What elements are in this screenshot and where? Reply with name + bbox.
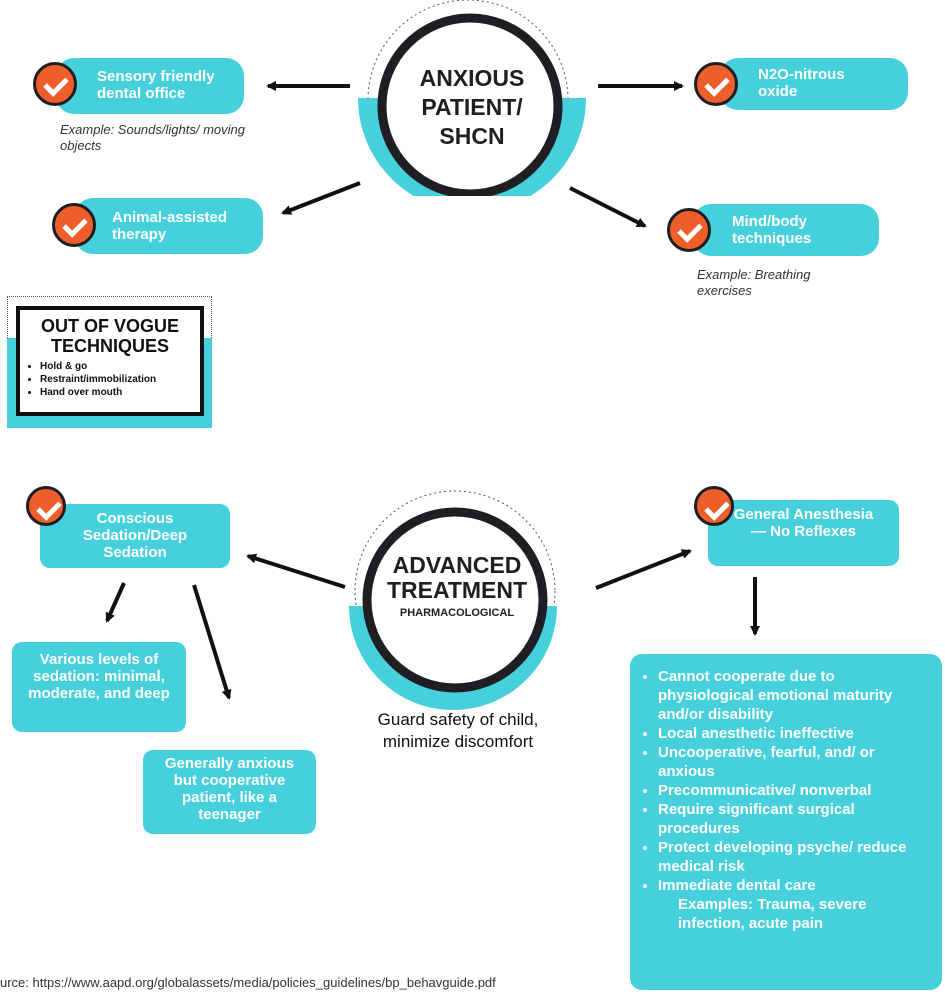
reason-item: Require significant surgical procedures xyxy=(658,800,932,838)
general-box: General Anesthesia — No Reflexes xyxy=(708,500,899,566)
advanced-circle-graphic xyxy=(349,490,557,710)
anxious-box: Generally anxious but cooperative patien… xyxy=(143,750,316,834)
reason-item: Uncooperative, fearful, and/ or anxious xyxy=(658,743,932,781)
vogue-item: Hold & go xyxy=(40,360,200,373)
vogue-item: Hand over mouth xyxy=(40,386,200,399)
arrow-to-sedation xyxy=(246,553,346,589)
anxious-circle-graphic xyxy=(358,0,586,196)
animal-pill xyxy=(75,198,263,254)
n2o-label: N2O-nitrous oxide xyxy=(758,66,845,100)
reason-example: Examples: Trauma, severe infection, acut… xyxy=(678,896,867,932)
animal-label: Animal-assisted therapy xyxy=(112,209,228,243)
mindbody-pill xyxy=(693,204,879,256)
check-icon xyxy=(694,62,738,106)
anxious-title: ANXIOUS PATIENT/ SHCN xyxy=(419,65,525,149)
arrow-to-animal xyxy=(281,181,361,215)
check-icon xyxy=(26,486,66,526)
vogue-title: OUT OF VOGUE TECHNIQUES xyxy=(40,316,179,356)
reason-item: Local anesthetic ineffective xyxy=(658,724,932,743)
reason-item: Protect developing psyche/ reduce medica… xyxy=(658,838,932,876)
reasons-box: Cannot cooperate due to physiological em… xyxy=(630,654,942,990)
vogue-list: Hold & go Restraint/immobilization Hand … xyxy=(20,360,200,399)
mindbody-example: Example: Breathing exercises xyxy=(697,267,811,298)
sensory-example: Example: Sounds/lights/ moving objects xyxy=(60,122,245,153)
vogue-box: OUT OF VOGUE TECHNIQUES Hold & go Restra… xyxy=(16,306,204,416)
sensory-pill xyxy=(56,58,244,114)
check-icon xyxy=(33,62,77,106)
arrow-to-levels xyxy=(105,582,126,623)
advanced-title: ADVANCED TREATMENT xyxy=(386,552,528,603)
advanced-caption: Guard safety of child, minimize discomfo… xyxy=(377,710,539,751)
arrow-to-mindbody xyxy=(569,186,647,228)
n2o-pill xyxy=(720,58,908,110)
reason-item: Precommunicative/ nonverbal xyxy=(658,781,932,800)
check-icon xyxy=(667,208,711,252)
check-icon xyxy=(694,486,734,526)
source-text: urce: https://www.aapd.org/globalassets/… xyxy=(0,975,496,990)
mindbody-label: Mind/body techniques xyxy=(732,213,812,247)
levels-box: Various levels of sedation: minimal, mod… xyxy=(12,642,186,732)
reason-item: Immediate dental care Examples: Trauma, … xyxy=(658,876,932,933)
arrow-to-anxious xyxy=(192,584,232,700)
sedation-box: Conscious Sedation/Deep Sedation xyxy=(40,504,230,568)
check-icon xyxy=(52,203,96,247)
reasons-list: Cannot cooperate due to physiological em… xyxy=(638,667,932,933)
sensory-label: Sensory friendly dental office xyxy=(97,68,215,102)
reason-item: Cannot cooperate due to physiological em… xyxy=(658,667,932,724)
arrow-to-general xyxy=(595,549,692,590)
advanced-subtitle: PHARMACOLOGICAL xyxy=(399,607,515,619)
vogue-item: Restraint/immobilization xyxy=(40,373,200,386)
